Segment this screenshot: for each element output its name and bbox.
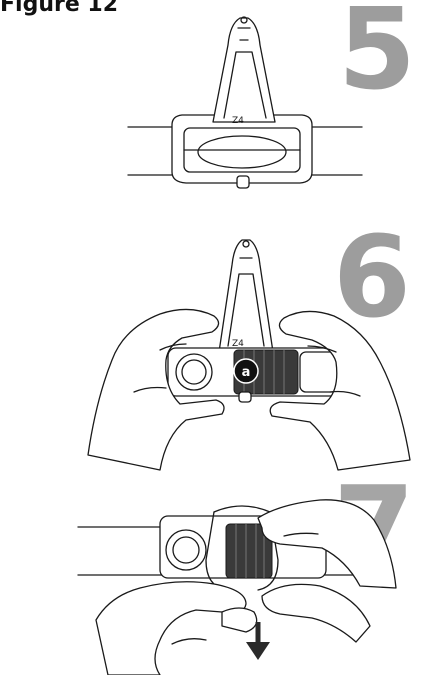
left-hand xyxy=(95,581,247,675)
arrow-down-icon xyxy=(246,622,270,660)
lamp-body xyxy=(197,135,287,169)
mounting-bracket xyxy=(212,17,276,123)
right-hand xyxy=(269,310,411,471)
lamp-lens xyxy=(165,529,207,571)
step-6-headlamp-illustration: Z4 xyxy=(87,239,411,471)
svg-text:Z4: Z4 xyxy=(232,116,244,126)
step-number-5: 5 xyxy=(338,0,416,115)
knurled-dial xyxy=(225,523,273,579)
step-7-headlamp-illustration xyxy=(77,499,397,675)
callout-a: a xyxy=(233,358,259,384)
left-hand xyxy=(87,308,225,471)
right-hand xyxy=(257,499,397,589)
svg-text:Z4: Z4 xyxy=(232,339,244,349)
figure-title: Figure 12 xyxy=(0,0,119,17)
lamp-lens xyxy=(175,353,213,391)
step-5-headlamp-illustration: Z4 xyxy=(127,16,363,189)
mounting-bracket xyxy=(218,239,274,353)
step-number-6: 6 xyxy=(333,213,411,343)
callout-a-label: a xyxy=(242,365,251,380)
headlamp-housing xyxy=(171,114,313,184)
bottom-tab xyxy=(236,175,250,189)
